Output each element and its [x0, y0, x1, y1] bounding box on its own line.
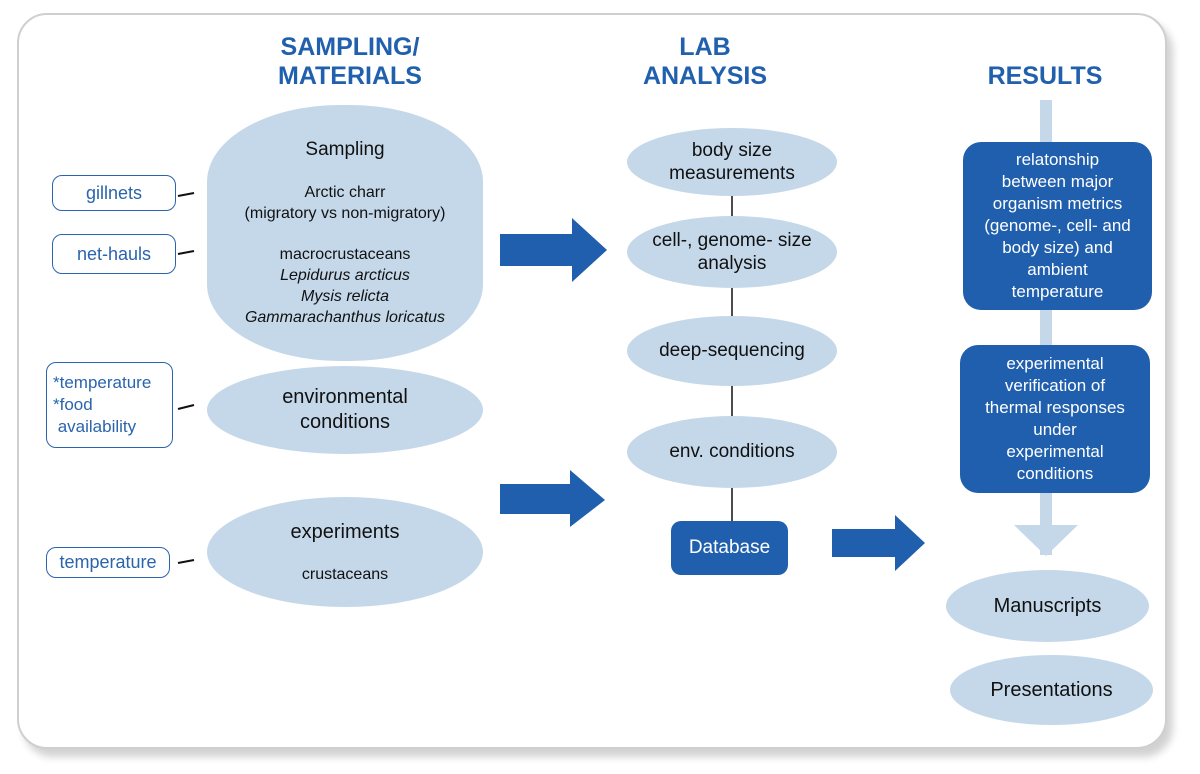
tag-temperature: temperature — [46, 547, 170, 578]
tag-environmental-factors: *temperature *food availability — [46, 362, 173, 448]
species-item: Gammarachanthus loricatus — [244, 308, 446, 326]
result-line: experimental — [1006, 442, 1104, 461]
lab-step-line: env. conditions — [669, 441, 795, 462]
tag-factor-temperature: *temperature — [53, 373, 152, 392]
result-line: temperature — [1011, 282, 1104, 301]
heading-results: RESULTS — [987, 62, 1103, 90]
result-line: conditions — [1016, 464, 1094, 483]
result-line: (genome-, cell- and — [984, 216, 1131, 235]
connector-net-hauls — [177, 250, 195, 255]
result-line: ambient — [1027, 260, 1088, 279]
lab-step-line: body size — [691, 140, 773, 161]
heading-sampling-materials: SAMPLING/ MATERIALS — [278, 33, 422, 90]
environmental-conditions-oval: environmental conditions — [207, 366, 483, 454]
sampling-title: Sampling — [305, 138, 385, 160]
tag-net-hauls: net-hauls — [52, 234, 176, 274]
lab-step-line: measurements — [669, 163, 795, 184]
experiments-oval: experiments crustaceans — [207, 497, 483, 607]
experiments-subtitle: crustaceans — [301, 565, 389, 583]
tag-gillnets: gillnets — [52, 175, 176, 211]
database-box: Database — [671, 521, 788, 575]
tag-factor-food: *food — [53, 395, 93, 414]
connector-env-factors — [177, 404, 195, 410]
output-manuscripts: Manuscripts — [946, 570, 1149, 642]
output-presentations: Presentations — [950, 655, 1153, 725]
lab-step-line: cell-, genome- size — [652, 230, 812, 251]
heading-lab-analysis: LAB ANALYSIS — [642, 33, 768, 90]
result-line: thermal responses — [985, 398, 1125, 417]
arrow-database-to-results-icon — [832, 515, 925, 571]
arrow-experiments-to-lab-icon — [500, 470, 605, 527]
arrow-sampling-to-lab-icon — [500, 218, 607, 282]
result-line: under — [1033, 420, 1077, 439]
lab-step-line: deep-sequencing — [659, 340, 805, 361]
connector-temperature — [177, 559, 195, 564]
fish-label: Arctic charr — [304, 183, 386, 201]
crustacean-heading: macrocrustaceans — [279, 245, 411, 263]
lab-step-env-conditions: env. conditions — [627, 416, 837, 488]
lab-step-line: analysis — [697, 253, 767, 274]
result-line: verification of — [1004, 376, 1106, 395]
lab-step-cell-genome: cell-, genome- size analysis — [627, 216, 837, 288]
species-item: Mysis relicta — [300, 287, 389, 305]
result-line: relatonship — [1015, 150, 1100, 169]
result-line: body size) and — [1002, 238, 1113, 257]
sampling-oval: Sampling Arctic charr (migratory vs non-… — [207, 105, 483, 361]
result-line: experimental — [1006, 354, 1104, 373]
experiments-title: experiments — [290, 520, 400, 543]
species-item: Lepidurus arcticus — [280, 266, 410, 284]
results-arrow-head — [1014, 525, 1078, 556]
result-line: between major — [1001, 172, 1114, 191]
lab-step-deep-sequencing: deep-sequencing — [627, 316, 837, 386]
result-relationship-box: relatonship between major organism metri… — [963, 142, 1152, 310]
fish-detail: (migratory vs non-migratory) — [244, 204, 446, 222]
result-line: organism metrics — [992, 194, 1123, 213]
env-line1: environmental — [282, 386, 408, 408]
tag-factor-availability: availability — [53, 417, 137, 436]
connector-gillnets — [177, 192, 195, 197]
result-verification-box: experimental verification of thermal res… — [960, 345, 1150, 493]
lab-step-body-size: body size measurements — [627, 128, 837, 196]
env-line2: conditions — [299, 411, 391, 433]
